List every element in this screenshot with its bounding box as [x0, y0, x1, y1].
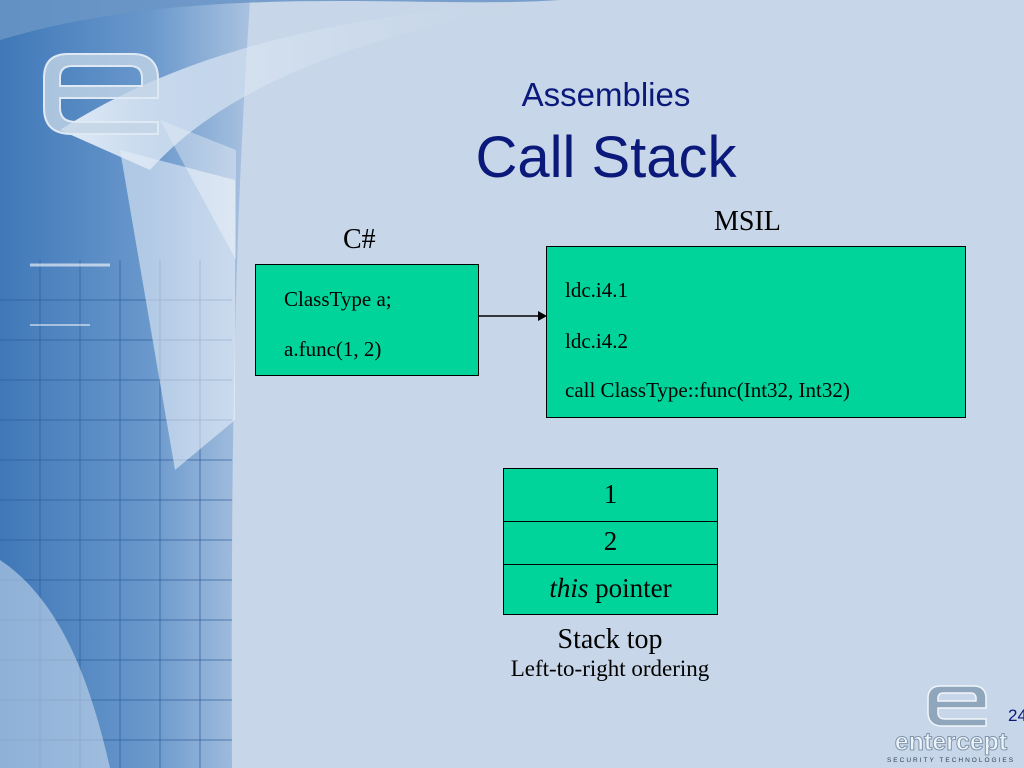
csharp-code-box: ClassType a; a.func(1, 2) — [255, 264, 479, 376]
csharp-line-1: ClassType a; — [284, 287, 392, 311]
stack-cell-1: 1 — [603, 479, 618, 509]
this-keyword: this — [549, 573, 589, 603]
csharp-heading: C# — [343, 224, 376, 255]
entercept-logo: entercept SECURITY TECHNOLOGIES — [887, 685, 1015, 764]
pointer-label: pointer — [588, 573, 672, 603]
logo-wordmark: entercept — [895, 728, 1008, 756]
entercept-e-watermark — [43, 53, 159, 135]
slide-title: Assemblies — [521, 76, 691, 113]
msil-code-box: ldc.i4.1 ldc.i4.2 call ClassType::func(I… — [546, 246, 966, 418]
csharp-line-2: a.func(1, 2) — [284, 337, 382, 361]
logo-tagline: SECURITY TECHNOLOGIES — [887, 757, 1015, 764]
compile-arrow — [478, 311, 547, 321]
stack-top-caption: Stack top — [557, 624, 663, 655]
stack-cell-2: 2 — [603, 526, 618, 556]
ordering-note: Left-to-right ordering — [510, 656, 710, 681]
msil-line-3: call ClassType::func(Int32, Int32) — [565, 378, 850, 402]
page-number: 24 — [1008, 706, 1024, 725]
stack-cell-this-pointer: this pointer — [504, 573, 717, 615]
slide-subtitle: Call Stack — [475, 125, 737, 190]
call-stack: 1 2 this pointer — [503, 468, 718, 615]
msil-line-1: ldc.i4.1 — [565, 278, 628, 302]
msil-line-2: ldc.i4.2 — [565, 329, 628, 353]
msil-heading: MSIL — [714, 206, 781, 237]
